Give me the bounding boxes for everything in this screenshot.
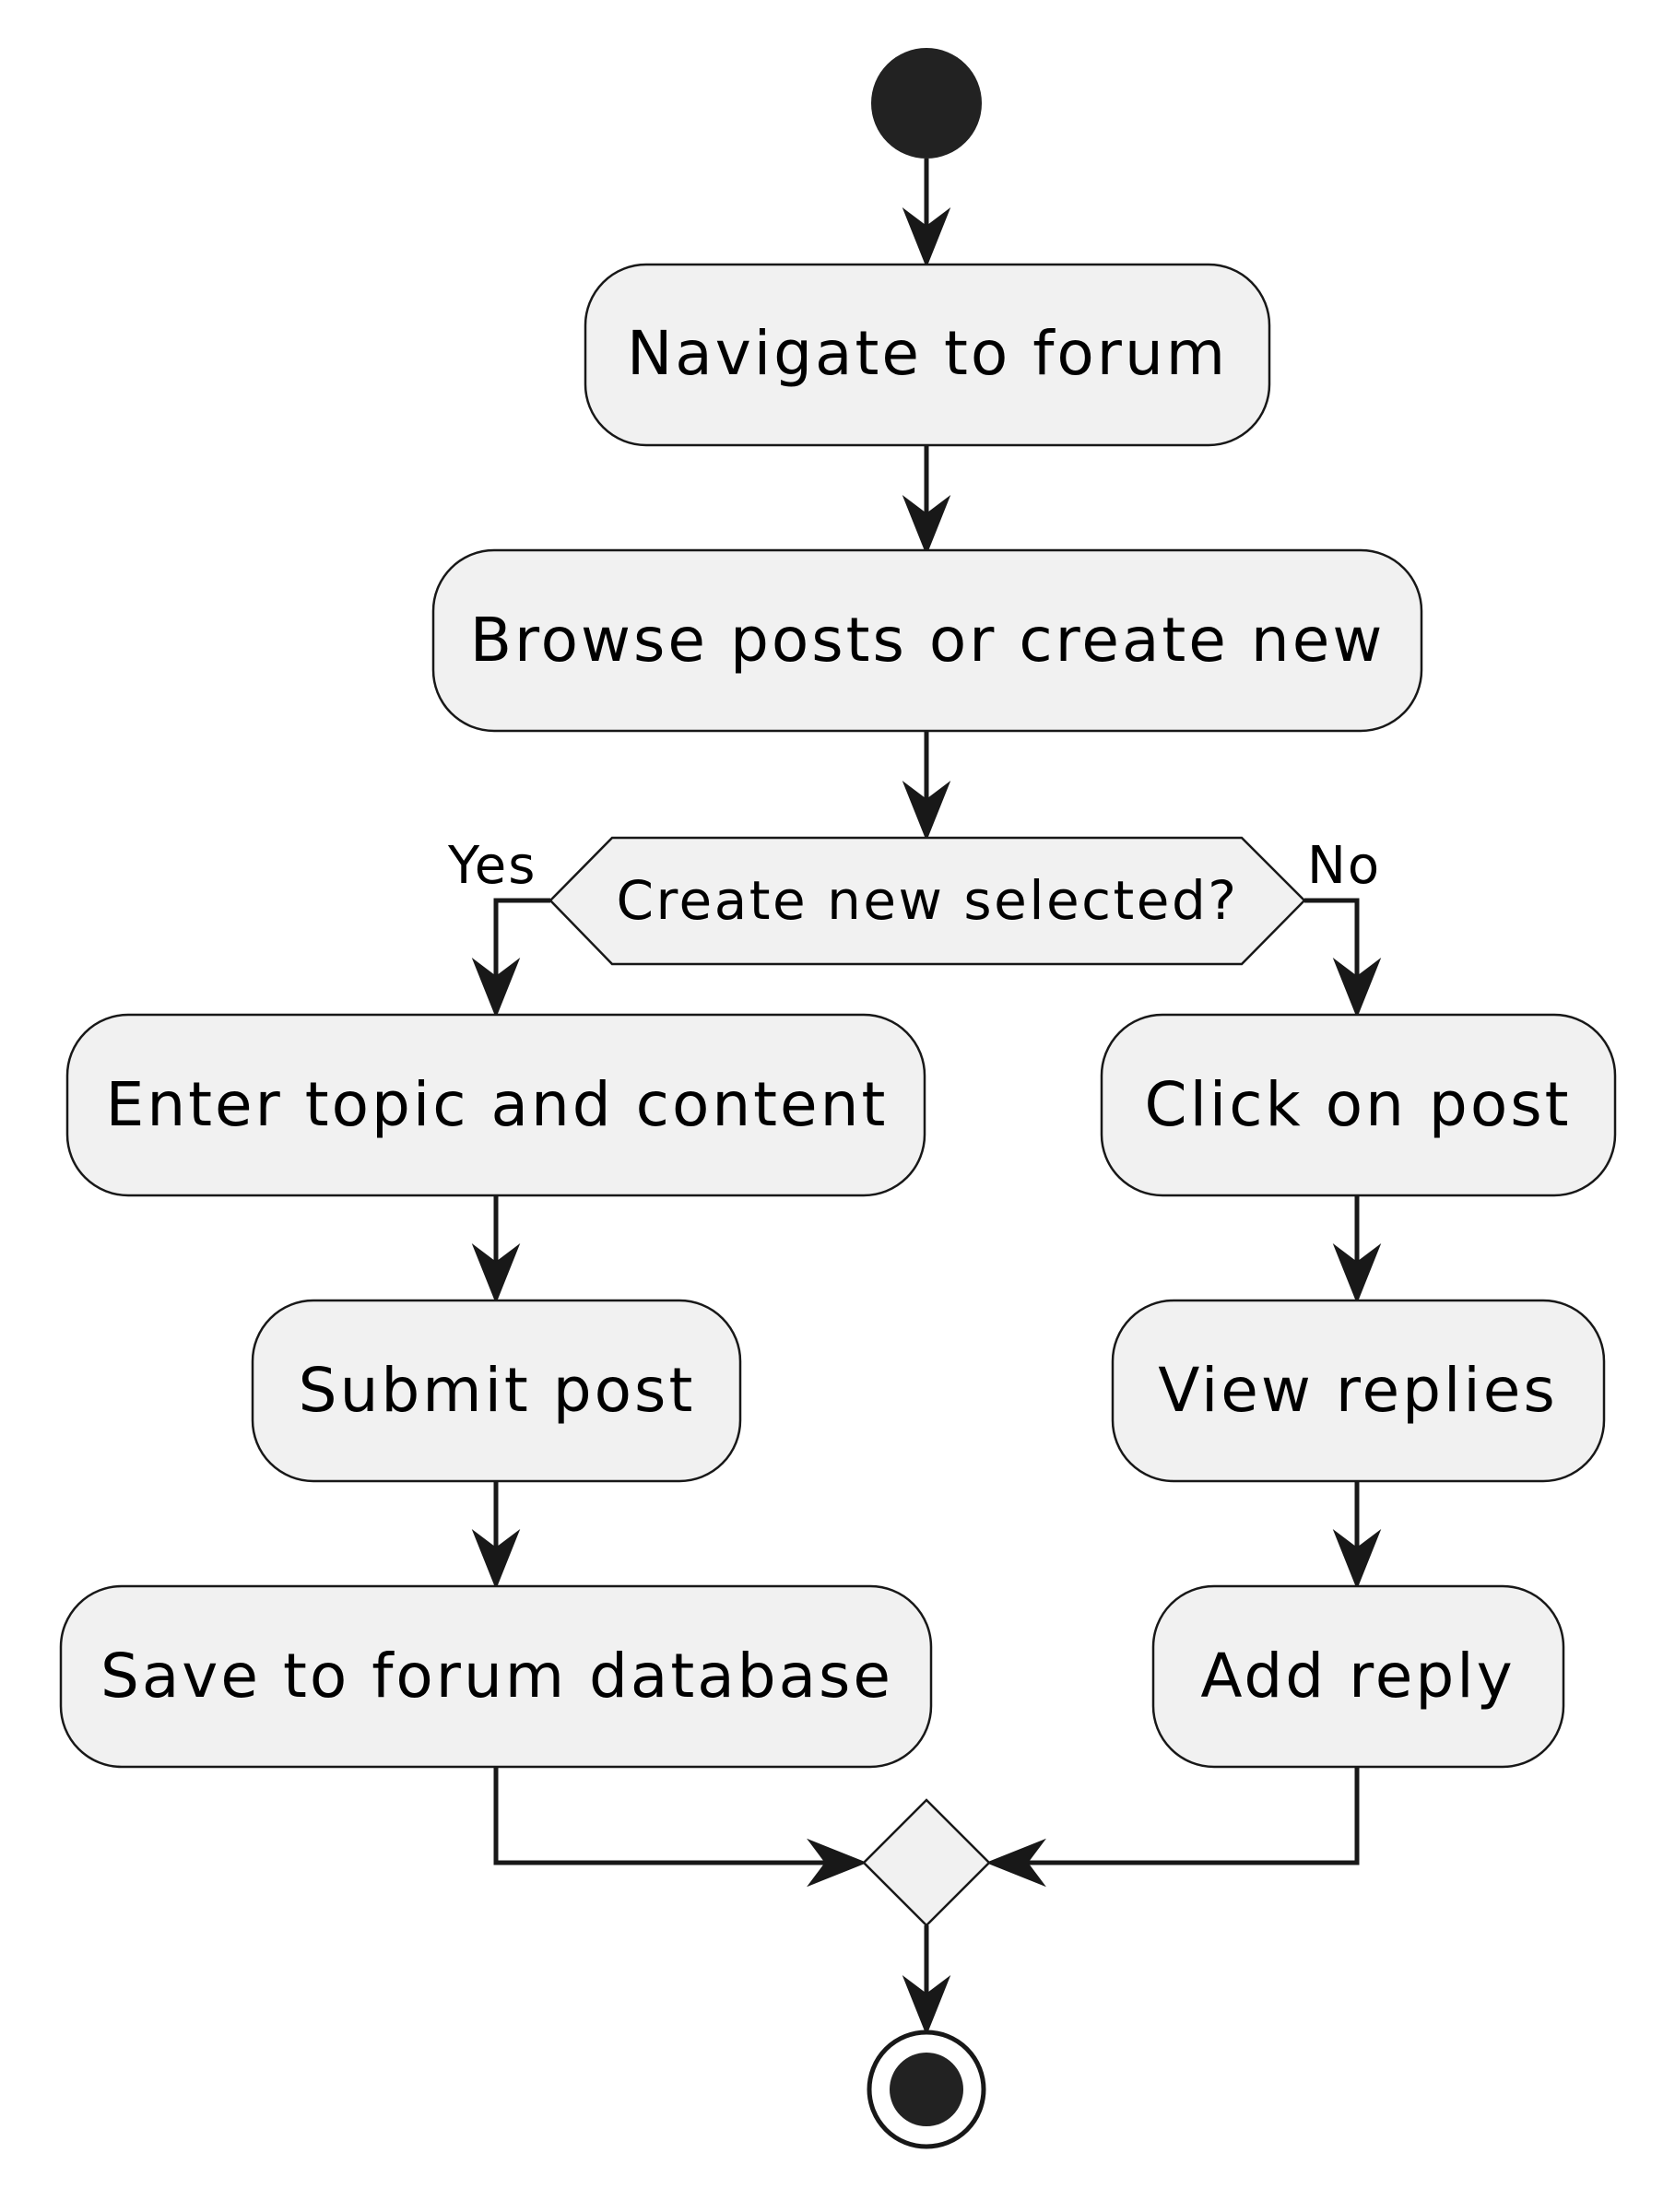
decision-label: Create new selected?	[616, 869, 1238, 932]
action-save-db: Save to forum database	[59, 1584, 933, 1769]
arrowhead	[902, 495, 951, 556]
action-box	[251, 1299, 742, 1483]
edge-add-merge	[1014, 1767, 1360, 1865]
merge-diamond	[862, 1798, 991, 1927]
action-box	[1151, 1584, 1565, 1769]
action-box	[59, 1584, 933, 1769]
action-label: View replies	[1158, 1355, 1557, 1426]
arrowhead	[471, 958, 521, 1018]
arrowhead	[807, 1838, 867, 1888]
start-node	[871, 48, 982, 159]
action-enter-topic: Enter topic and content	[65, 1013, 926, 1197]
arrowhead	[985, 1838, 1046, 1888]
action-label: Enter topic and content	[106, 1069, 889, 1140]
action-view-replies: View replies	[1111, 1299, 1606, 1483]
edge-decision-no	[1304, 898, 1360, 992]
action-box	[1100, 1013, 1617, 1197]
arrowhead	[471, 1243, 521, 1304]
action-add-reply: Add reply	[1151, 1584, 1565, 1769]
action-label: Click on post	[1145, 1069, 1572, 1140]
branch-label-no: No	[1307, 836, 1381, 896]
action-label: Navigate to forum	[627, 318, 1228, 389]
arrowhead	[902, 1975, 951, 2036]
action-box	[65, 1013, 926, 1197]
arrowhead	[1332, 1243, 1382, 1304]
action-label: Browse posts or create new	[470, 605, 1386, 676]
arrowhead	[1332, 1529, 1382, 1590]
decision-hexagon	[549, 836, 1306, 966]
action-label: Submit post	[299, 1355, 696, 1426]
action-browse: Browse posts or create new	[431, 548, 1423, 733]
arrowhead	[902, 207, 951, 268]
action-box	[431, 548, 1423, 733]
arrowhead	[471, 1529, 521, 1590]
decision-create-new: Create new selected?	[549, 836, 1306, 966]
end-node	[867, 2030, 986, 2149]
action-box	[584, 263, 1271, 447]
action-box	[1111, 1299, 1606, 1483]
action-click-post: Click on post	[1100, 1013, 1617, 1197]
branch-label-yes: Yes	[447, 836, 537, 896]
action-submit-post: Submit post	[251, 1299, 742, 1483]
action-navigate: Navigate to forum	[584, 263, 1271, 447]
edges	[471, 159, 1382, 2036]
action-label: Save to forum database	[100, 1641, 893, 1712]
action-label: Add reply	[1200, 1641, 1515, 1712]
arrowhead	[902, 781, 951, 841]
arrowhead	[1332, 958, 1382, 1018]
edge-decision-yes	[493, 898, 550, 992]
end-node-core	[890, 2053, 963, 2126]
edge-save-merge	[493, 1767, 839, 1865]
